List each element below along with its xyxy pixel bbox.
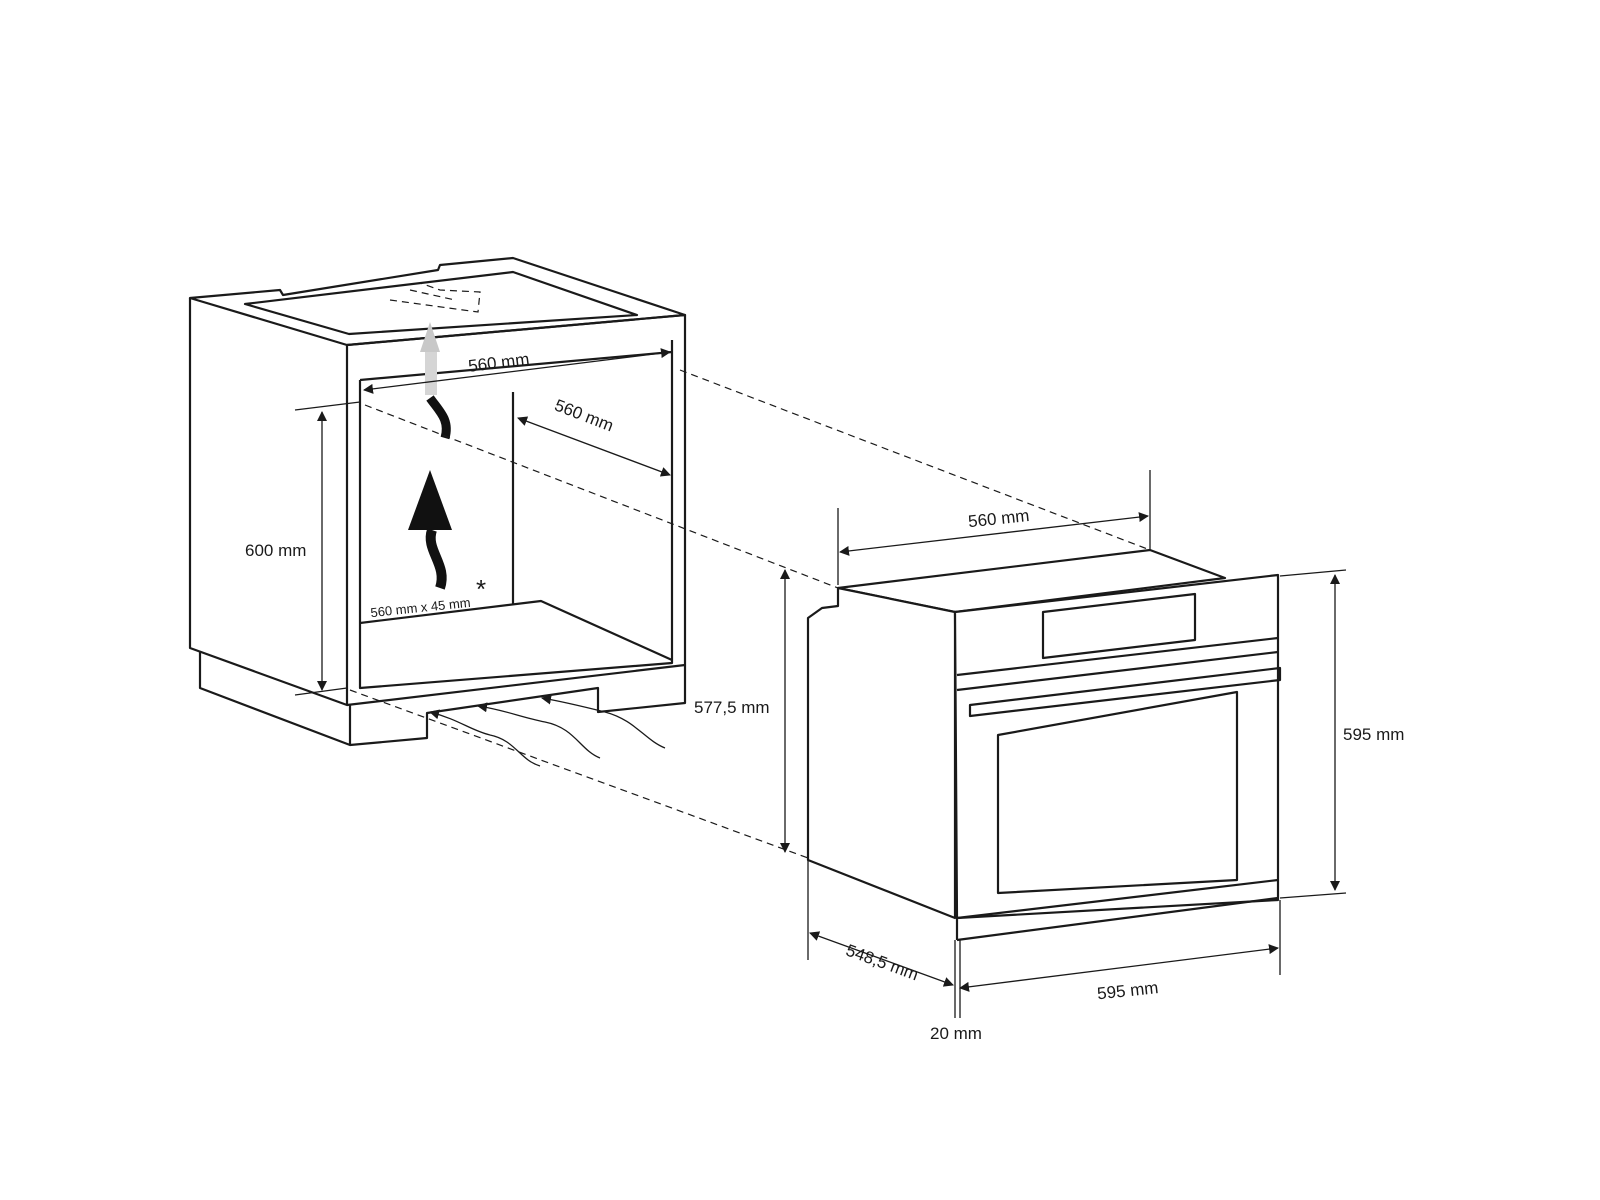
cabinet-width-dimension [363,348,671,394]
cabinet-front [346,313,687,707]
door-top-edge [956,650,1279,692]
oven-side [806,586,957,920]
cabinet-depth-dimension [517,416,671,477]
cabinet-width-label: 560 mm [467,349,530,375]
display-panel [1041,592,1197,660]
airflow-wave-icon [426,395,451,440]
oven-front [953,573,1280,920]
intake-arrow-icon [429,709,541,767]
top-vent-outline [389,282,481,313]
cabinet-top-opening [243,270,639,336]
projection-line [679,369,1151,551]
cabinet-plinth [198,652,687,747]
control-panel-edge [956,636,1279,677]
cabinet-side [188,298,349,707]
oven-width-top-dimension [839,512,1149,556]
vent-note-mark: * [476,574,486,604]
cabinet: 560 mm 560 mm 600 mm 560 mm x 45 mm * [188,256,687,767]
oven-opening [358,340,674,690]
door-window [996,690,1239,895]
cabinet-depth-label: 560 mm [552,396,616,436]
oven-bottom-strip [955,878,1279,942]
intake-arrow-icon [541,694,666,749]
opening-floor [359,599,673,662]
projection-line [364,404,839,589]
oven: 560 mm 577,5 mm 595 mm 595 mm 548,5 mm 2… [694,470,1404,1043]
oven-depth-dimension [809,931,954,987]
oven-depth-label: 548,5 mm [843,941,921,985]
oven-body-height-label: 577,5 mm [694,698,770,717]
cabinet-height-label: 600 mm [245,541,306,560]
oven-front-height-label: 595 mm [1343,725,1404,744]
oven-front-width-label: 595 mm [1096,978,1159,1003]
projection-line [349,689,809,859]
door-handle [968,666,1282,718]
oven-front-width-dimension [959,944,1279,992]
intake-arrow-icon [477,702,601,759]
airflow-arrow-top-icon [420,322,440,352]
airflow-arrow-icon [408,470,452,530]
oven-width-top-label: 560 mm [967,506,1030,531]
front-thickness-label: 20 mm [930,1024,982,1043]
